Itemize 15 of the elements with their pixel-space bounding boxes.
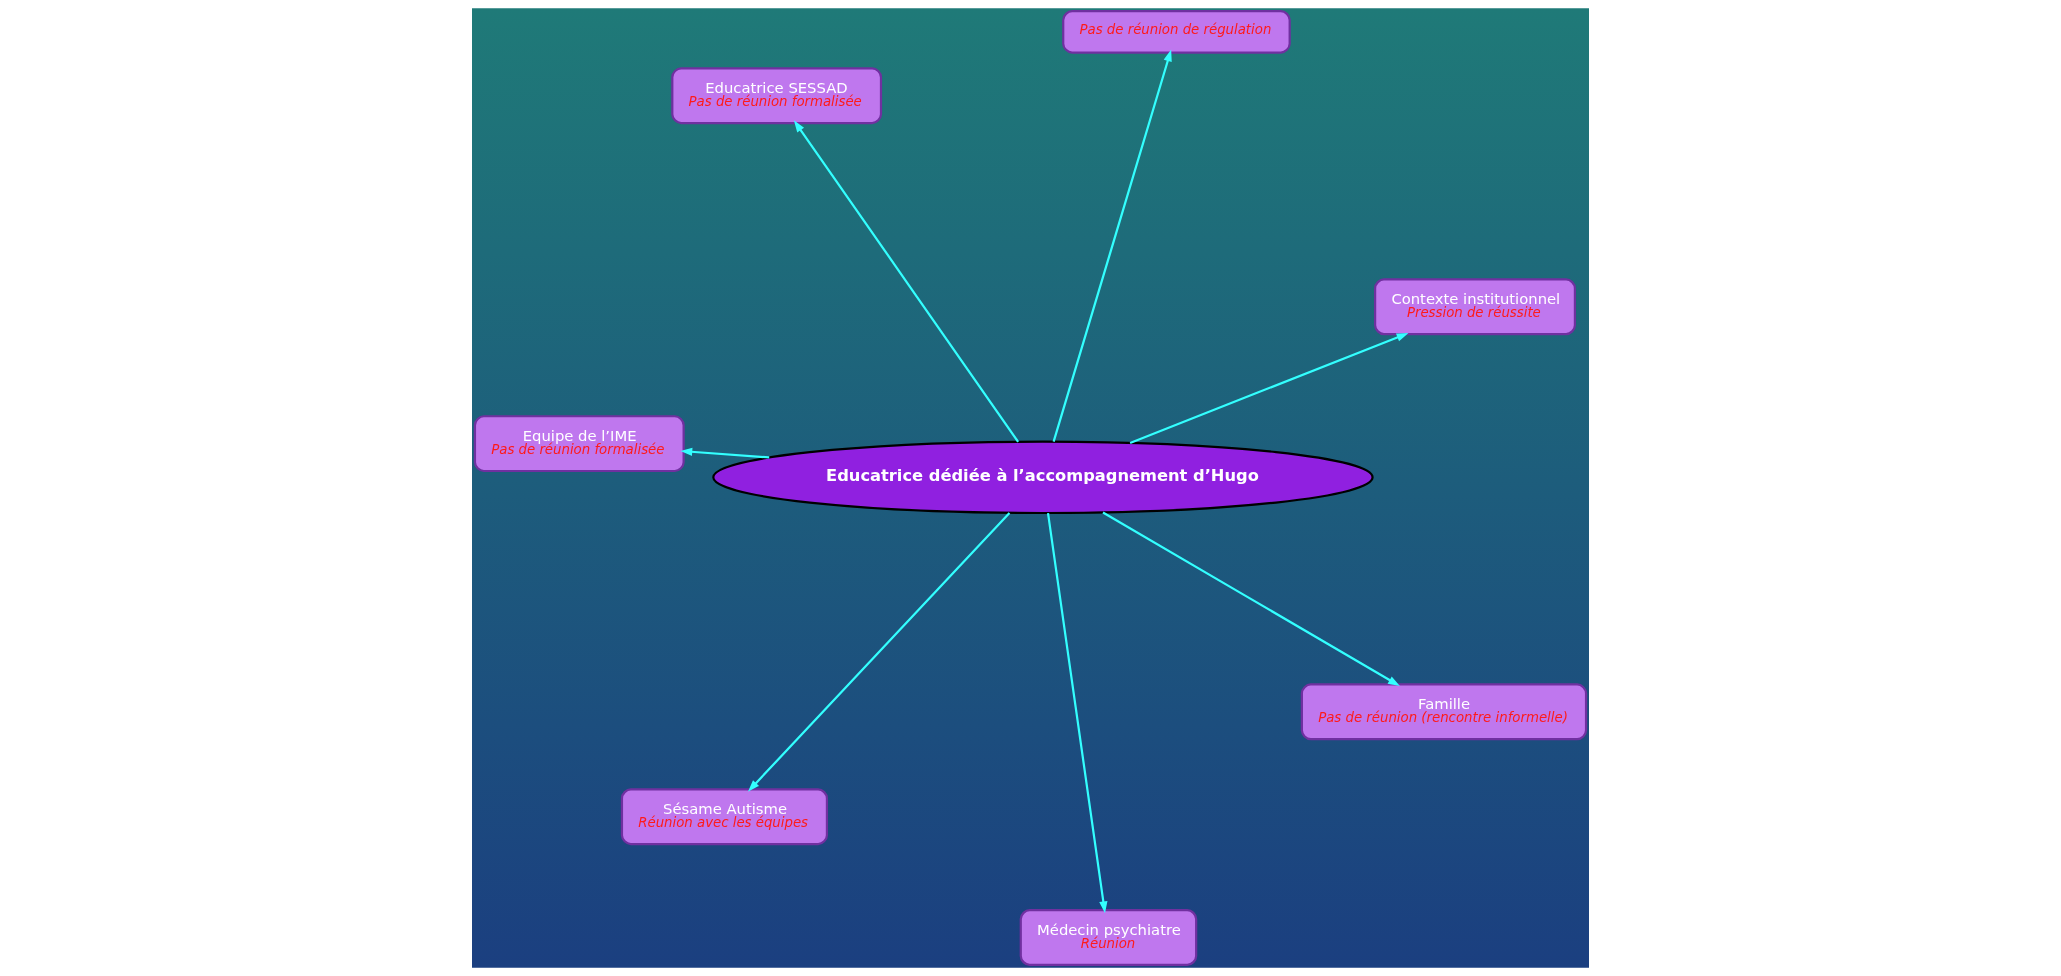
node-box: Famille Pas de réunion (rencontre informelle) <box>1300 683 1588 741</box>
node-box: Equipe de l’IME Pas de réunion formalisée <box>473 415 685 473</box>
arrow <box>1046 512 1108 914</box>
arrow <box>747 512 1011 792</box>
node-box: Pas de réunion de régulation <box>1062 10 1291 54</box>
node-box: Educatrice SESSAD Pas de réunion formalisée <box>671 67 883 125</box>
arrow <box>1129 333 1409 444</box>
node-box: Contexte institutionnel Pression de réussite <box>1374 278 1576 336</box>
arrow <box>1102 511 1400 687</box>
node-box: Médecin psychiatre Réunion <box>1019 909 1198 966</box>
arrow <box>1052 49 1172 442</box>
node-ellipse: Educatrice dédiée à l’accompagnement d’Hugo <box>712 440 1374 515</box>
arrow <box>680 447 770 459</box>
node-box: Sésame Autisme Réunion avec les équipes <box>620 788 829 846</box>
arrow <box>793 120 1020 443</box>
